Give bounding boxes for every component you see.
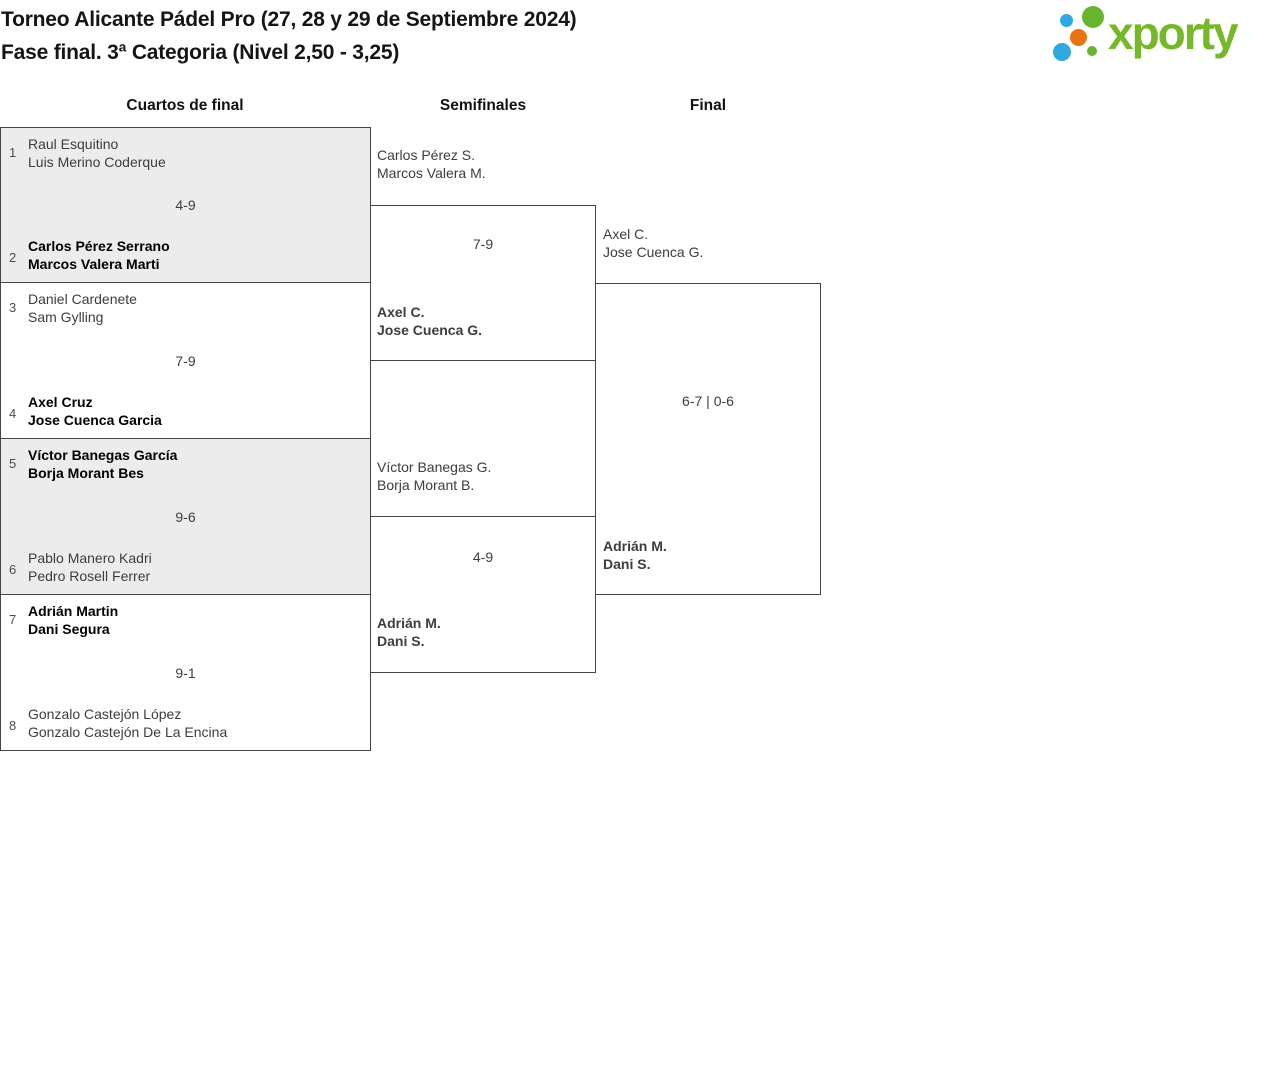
qf1-team1-player1: Raul Esquitino — [28, 136, 119, 152]
qf-match-4: 7 Adrián Martin Dani Segura 9-1 8 Gonzal… — [0, 594, 371, 751]
qf2-team-2: Axel Cruz Jose Cuenca Garcia — [28, 394, 162, 429]
qf3-team2-player2: Pedro Rosell Ferrer — [28, 567, 151, 584]
qf3-team2-player1: Pablo Manero Kadri — [28, 550, 152, 566]
qf4-score: 9-1 — [175, 664, 196, 681]
qf2-seed-1: 3 — [9, 300, 17, 315]
qf3-team-2: Pablo Manero Kadri Pedro Rosell Ferrer — [28, 550, 152, 585]
qf4-team1-player2: Dani Segura — [28, 620, 110, 637]
qf3-team1-player1: Víctor Banegas García — [28, 447, 178, 463]
qf1-team-2: Carlos Pérez Serrano Marcos Valera Marti — [28, 238, 170, 273]
qf2-seed-2: 4 — [9, 406, 17, 421]
sf2-team1-player2: Borja Morant B. — [377, 476, 475, 493]
sf2-team1-player1: Víctor Banegas G. — [377, 459, 492, 475]
qf1-seed-1: 1 — [9, 145, 17, 160]
final-team2-player1: Adrián M. — [603, 538, 667, 554]
column-header-cuartos-de-final: Cuartos de final — [126, 97, 244, 114]
qf4-team-1: Adrián Martin Dani Segura — [28, 603, 118, 638]
column-header-semifinales: Semifinales — [439, 97, 527, 114]
sf1-team2-player2: Jose Cuenca G. — [377, 321, 483, 338]
qf2-team1-player1: Daniel Cardenete — [28, 291, 137, 307]
final-score: 6-7 | 0-6 — [682, 393, 734, 409]
sf1-team-1: Carlos Pérez S. Marcos Valera M. — [377, 147, 486, 182]
logo-dot-blue-bottom-icon — [1053, 43, 1071, 61]
sf1-score: 7-9 — [472, 236, 494, 252]
sf2-team-2: Adrián M. Dani S. — [377, 615, 441, 650]
qf4-seed-2: 8 — [9, 718, 17, 733]
final-team-1: Axel C. Jose Cuenca G. — [603, 226, 703, 261]
qf1-team2-player1: Carlos Pérez Serrano — [28, 238, 170, 254]
final-team-2: Adrián M. Dani S. — [603, 538, 667, 573]
logo-dot-blue-top-icon — [1060, 14, 1073, 27]
qf4-team-2: Gonzalo Castejón López Gonzalo Castejón … — [28, 706, 227, 741]
qf-match-2: 3 Daniel Cardenete Sam Gylling 7-9 4 Axe… — [0, 282, 371, 439]
qf3-seed-2: 6 — [9, 562, 17, 577]
title-line-2: Fase final. 3ª Categoria (Nivel 2,50 - 3… — [1, 41, 400, 64]
sf1-team2-player1: Axel C. — [377, 304, 425, 320]
qf-match-3: 5 Víctor Banegas García Borja Morant Bes… — [0, 438, 371, 595]
qf4-seed-1: 7 — [9, 612, 17, 627]
final-team1-player2: Jose Cuenca G. — [603, 243, 704, 260]
sf2-score: 4-9 — [472, 549, 494, 565]
sf2-team2-player1: Adrián M. — [377, 615, 441, 631]
qf3-team-1: Víctor Banegas García Borja Morant Bes — [28, 447, 177, 482]
qf3-seed-1: 5 — [9, 456, 17, 471]
qf2-score: 7-9 — [175, 352, 196, 369]
sf2-team2-player2: Dani S. — [377, 632, 425, 649]
sf1-team1-player2: Marcos Valera M. — [377, 164, 486, 181]
qf3-score: 9-6 — [175, 508, 196, 525]
qf2-team-1: Daniel Cardenete Sam Gylling — [28, 291, 137, 326]
qf1-seed-2: 2 — [9, 250, 17, 265]
xporty-logo: xporty — [1050, 0, 1280, 72]
qf4-team2-player1: Gonzalo Castejón López — [28, 706, 182, 722]
final-team2-player2: Dani S. — [603, 555, 651, 572]
qf-match-1: 1 Raul Esquitino Luis Merino Coderque 4-… — [0, 127, 371, 283]
title-line-1: Torneo Alicante Pádel Pro (27, 28 y 29 d… — [1, 8, 577, 31]
sf2-team-1: Víctor Banegas G. Borja Morant B. — [377, 459, 491, 494]
qf2-team2-player2: Jose Cuenca Garcia — [28, 411, 162, 428]
page-title: Torneo Alicante Pádel Pro (27, 28 y 29 d… — [1, 3, 577, 69]
sf1-team1-player1: Carlos Pérez S. — [377, 147, 476, 163]
logo-dot-green-small-icon — [1087, 46, 1097, 56]
logo-dot-orange-icon — [1070, 29, 1087, 46]
final-match-box — [595, 283, 821, 595]
qf1-team-1: Raul Esquitino Luis Merino Coderque — [28, 136, 166, 171]
logo-dot-green-big-icon — [1082, 6, 1104, 28]
qf1-team1-player2: Luis Merino Coderque — [28, 153, 166, 170]
logo-wordmark: xporty — [1108, 7, 1239, 59]
qf1-score: 4-9 — [175, 197, 196, 213]
qf2-team1-player2: Sam Gylling — [28, 308, 104, 325]
qf3-team1-player2: Borja Morant Bes — [28, 464, 144, 481]
final-team1-player1: Axel C. — [603, 226, 649, 242]
qf4-team1-player1: Adrián Martin — [28, 603, 119, 619]
qf4-team2-player2: Gonzalo Castejón De La Encina — [28, 723, 228, 740]
sf1-team-2: Axel C. Jose Cuenca G. — [377, 304, 482, 339]
qf2-team2-player1: Axel Cruz — [28, 394, 93, 410]
column-header-final: Final — [689, 97, 727, 114]
qf1-team2-player2: Marcos Valera Marti — [28, 255, 160, 272]
